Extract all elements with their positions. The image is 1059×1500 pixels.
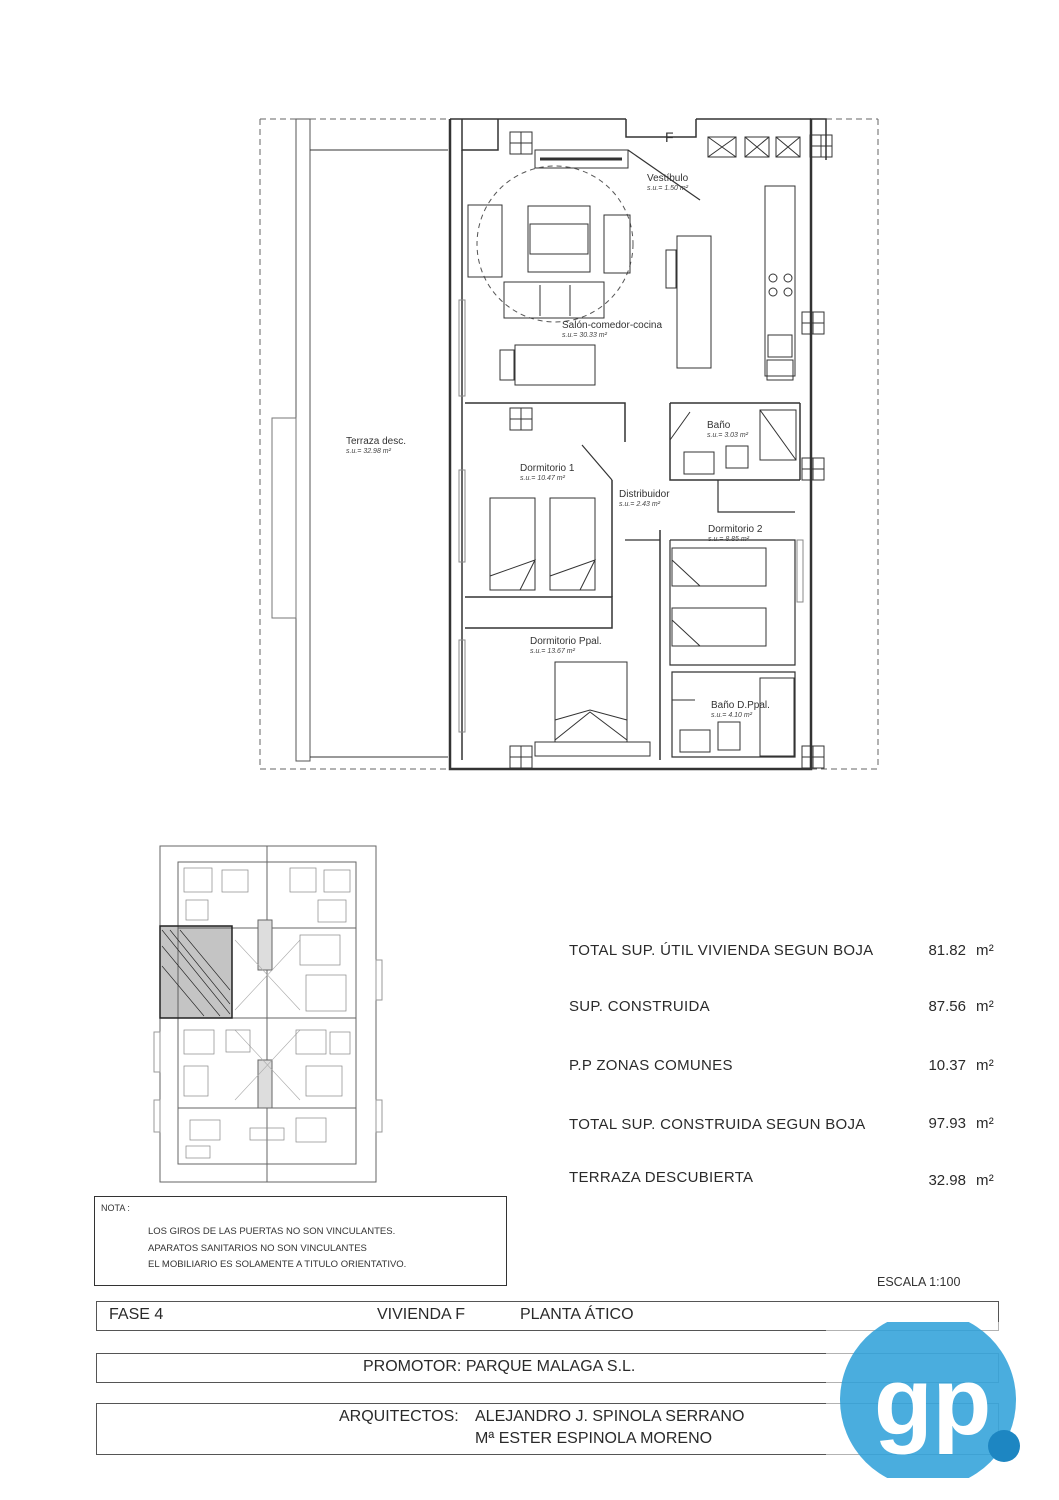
surface-label: SUP. CONSTRUIDA (569, 998, 710, 1015)
architect-name: ALEJANDRO J. SPINOLA SERRANO (475, 1408, 745, 1425)
unit-label: VIVIENDA F (377, 1306, 466, 1323)
unit-letter: F (665, 129, 674, 145)
surface-unit: m² (976, 1115, 995, 1132)
promoter-label: PROMOTOR: PARQUE MALAGA S.L. (363, 1358, 636, 1375)
surface-value: 10.37 (928, 1057, 966, 1074)
title-bar-phase: FASE 4 VIVIENDA F PLANTA ÁTICO (96, 1301, 999, 1331)
room-area-vestibulo: s.u.= 1.50 m² (647, 185, 689, 192)
surface-unit: m² (976, 1172, 995, 1189)
surface-unit: m² (976, 998, 995, 1015)
architects-prefix: ARQUITECTOS: (339, 1408, 459, 1425)
note-line: EL MOBILIARIO ES SOLAMENTE A TITULO ORIE… (148, 1259, 407, 1270)
room-area-bano: s.u.= 3.03 m² (707, 432, 749, 439)
room-area-terraza: s.u.= 32.98 m² (346, 448, 392, 455)
floor-label: PLANTA ÁTICO (520, 1306, 634, 1323)
surface-unit: m² (976, 942, 995, 959)
surface-value: 81.82 (928, 942, 966, 959)
surface-label: P.P ZONAS COMUNES (569, 1057, 733, 1074)
room-label-salon: Salón-comedor-cocina (562, 320, 662, 331)
room-label-bano-ppal: Baño D.Ppal. (711, 700, 770, 711)
room-label-vestibulo: Vestíbulo (647, 173, 689, 184)
surface-label: TOTAL SUP. ÚTIL VIVIENDA SEGUN BOJA (569, 942, 874, 959)
room-label-terraza: Terraza desc. (346, 436, 406, 447)
room-area-dormitorio-1: s.u.= 10.47 m² (520, 475, 566, 482)
room-label-bano: Baño (707, 420, 731, 431)
room-label-dormitorio-ppal: Dormitorio Ppal. (530, 636, 602, 647)
phase-label: FASE 4 (109, 1306, 164, 1323)
room-area-bano-ppal: s.u.= 4.10 m² (711, 712, 753, 719)
note-line: LOS GIROS DE LAS PUERTAS NO SON VINCULAN… (148, 1226, 396, 1237)
surface-value: 87.56 (928, 998, 966, 1015)
surface-value: 97.93 (928, 1115, 966, 1132)
note-line: APARATOS SANITARIOS NO SON VINCULANTES (148, 1243, 367, 1254)
floor-plan: F Vestíbulo s.u.= 1.50 m² Salón-comedor-… (153, 118, 879, 1183)
surface-value: 32.98 (928, 1172, 966, 1189)
gp-logo: gp (826, 1312, 1030, 1488)
scale-label: ESCALA 1:100 (877, 1275, 961, 1289)
surface-label: TOTAL SUP. CONSTRUIDA SEGUN BOJA (569, 1116, 866, 1133)
room-label-dormitorio-1: Dormitorio 1 (520, 463, 575, 474)
logo-text: gp (874, 1348, 991, 1455)
room-area-dormitorio-2: s.u.= 8.85 m² (708, 536, 750, 543)
location-key-plan (153, 845, 383, 1183)
surface-label: TERRAZA DESCUBIERTA (569, 1169, 754, 1186)
note-box: NOTA : LOS GIROS DE LAS PUERTAS NO SON V… (94, 1196, 507, 1286)
room-label-dormitorio-2: Dormitorio 2 (708, 524, 763, 535)
title-bar-architects: ARQUITECTOS: ALEJANDRO J. SPINOLA SERRAN… (96, 1403, 999, 1455)
room-area-salon: s.u.= 30.33 m² (562, 332, 608, 339)
room-area-dormitorio-ppal: s.u.= 13.67 m² (530, 648, 576, 655)
architect-name: Mª ESTER ESPINOLA MORENO (475, 1430, 713, 1447)
surface-unit: m² (976, 1057, 995, 1074)
room-area-distribuidor: s.u.= 2.43 m² (619, 501, 661, 508)
room-label-distribuidor: Distribuidor (619, 489, 670, 500)
note-title: NOTA : (101, 1203, 130, 1213)
